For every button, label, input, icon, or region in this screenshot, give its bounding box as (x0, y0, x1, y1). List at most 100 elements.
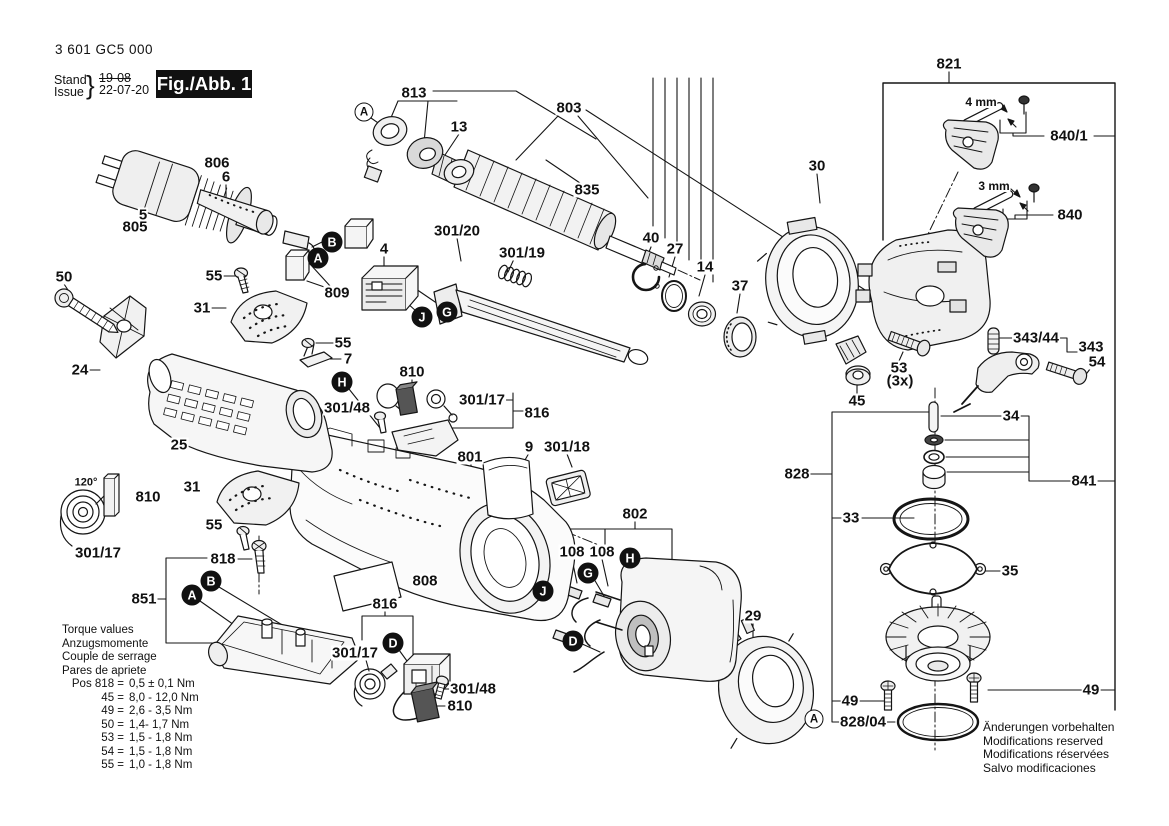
part-label-50: 50 (54, 268, 74, 286)
spindle-parts-column-34 (922, 401, 946, 490)
footer-note-line: Modifications réservées (983, 747, 1110, 761)
torque-title-line: Pares de apriete (62, 664, 147, 677)
torque-entry-value: 1,0 - 1,8 Nm (129, 759, 193, 771)
clamp-lever-840 (952, 183, 1040, 258)
gear-head-housing (855, 229, 991, 351)
gasket-35 (879, 541, 987, 596)
footer-note-line: Salvo modificaciones (983, 760, 1096, 775)
circlip-40 (631, 262, 661, 292)
part-label-810: 810 (446, 697, 474, 715)
clamp-lever-840-1 (942, 95, 1030, 170)
part-label-4-mm: 4 mm (964, 95, 998, 109)
torque-entry-row: 55 = 1,0 - 1,8 Nm (62, 759, 199, 773)
part-label-6: 6 (220, 168, 232, 186)
revision-dates: 19-08 22-07-20 (99, 72, 150, 97)
connector-blocks (285, 218, 374, 281)
stator-field-802 (552, 557, 742, 682)
part-label-55: 55 (204, 267, 224, 285)
torque-entry-value: 1,5 - 1,8 Nm (129, 745, 193, 758)
torque-entry-pos: 55 = (101, 759, 124, 771)
part-label-851: 851 (130, 590, 158, 608)
part-label-806: 806 (203, 154, 231, 172)
callout-letter-g: G (436, 301, 458, 323)
baffle-9 (482, 456, 534, 520)
part-label-24: 24 (70, 361, 90, 379)
screw-55-top (233, 267, 250, 294)
switch-block-4 (361, 265, 419, 311)
part-label-120-: 120° (73, 476, 99, 489)
hex-key-arrows (997, 103, 1029, 212)
torque-entry-row: 45 = 8,0 - 12,0 Nm (62, 691, 199, 706)
part-label-803: 803 (555, 99, 583, 117)
part-label-5: 5 (137, 206, 149, 224)
part-label-301-17: 301/17 (331, 644, 379, 662)
gear-selector-slide (433, 283, 649, 366)
callout-letter-d: D (562, 630, 584, 652)
o-ring-828-04 (896, 702, 980, 742)
part-label-810: 810 (398, 363, 426, 381)
torque-title-line: Couple de serrage (62, 651, 157, 663)
part-label-27: 27 (665, 240, 685, 258)
part-label-108: 108 (558, 543, 586, 561)
issue-label: Issue (54, 85, 84, 99)
part-label-840: 840 (1056, 206, 1084, 224)
new-date: 22-07-20 (99, 83, 150, 97)
callout-letter-a: A (307, 247, 329, 269)
callout-letter-a: A (804, 709, 824, 729)
torque-entry-pos: 49 = (101, 705, 124, 717)
callout-letter-j: J (532, 580, 554, 602)
callout-letter-d: D (382, 632, 404, 654)
part-label-809: 809 (323, 284, 351, 302)
torque-title-line: Anzugsmomente (62, 637, 149, 650)
part-label-14: 14 (695, 258, 715, 276)
part-label-3-mm: 3 mm (977, 179, 1011, 193)
screw-49-left (880, 680, 896, 711)
part-label-9: 9 (523, 438, 535, 456)
torque-entry-value: 8,0 - 12,0 Nm (129, 691, 199, 704)
torque-entry-pos: 45 = (101, 691, 124, 704)
part-label-808: 808 (411, 572, 439, 590)
torque-title-line: Torque values (62, 624, 134, 636)
part-label-805: 805 (121, 218, 149, 236)
bearing-flange-30 (756, 216, 859, 345)
bearing-14 (687, 301, 717, 327)
frame-lines (882, 82, 1116, 711)
part-label-810: 810 (134, 488, 162, 506)
part-label-13: 13 (449, 118, 469, 136)
o-ring-27 (661, 280, 687, 312)
part-label-841: 841 (1070, 472, 1098, 490)
document-part-number: 3 601 GC5 000 (55, 42, 154, 57)
part-label-813: 813 (400, 84, 428, 102)
part-label-33: 33 (841, 509, 861, 527)
part-label-343: 343 (1077, 338, 1105, 356)
part-label-49: 49 (1081, 681, 1101, 699)
torque-entry-pos: 50 = (101, 718, 124, 731)
screw-49-right (966, 672, 982, 703)
clamp-24 (99, 295, 147, 359)
screw-50 (54, 288, 119, 334)
part-label-54: 54 (1087, 353, 1107, 371)
part-label-49: 49 (840, 692, 860, 710)
callout-letter-j: J (411, 306, 433, 328)
part-label-301-48: 301/48 (323, 399, 371, 417)
part-label-301-48: 301/48 (449, 680, 497, 698)
torque-entry-value: 2,6 - 3,5 Nm (129, 705, 193, 717)
spindle-lock-parts (835, 327, 1088, 413)
spring-301-19 (497, 264, 533, 288)
part-label-802: 802 (621, 505, 649, 523)
torque-entry-row: 50 = 1,4- 1,7 Nm (62, 719, 199, 733)
screw-55-bottom (236, 525, 250, 551)
torque-entry-value: 1,4- 1,7 Nm (129, 718, 190, 731)
part-label-55: 55 (204, 516, 224, 534)
part-label-37: 37 (730, 277, 750, 295)
part-label-301-19: 301/19 (498, 244, 546, 262)
torque-entry-value: 0,5 ± 0,1 Nm (129, 678, 195, 690)
torque-entry-pos: 53 = (101, 732, 124, 744)
callout-letter-a: A (354, 102, 374, 122)
part-label-828-04: 828/04 (839, 713, 887, 731)
dust-ring-37 (723, 316, 757, 358)
part-label-301-20: 301/20 (433, 222, 481, 240)
